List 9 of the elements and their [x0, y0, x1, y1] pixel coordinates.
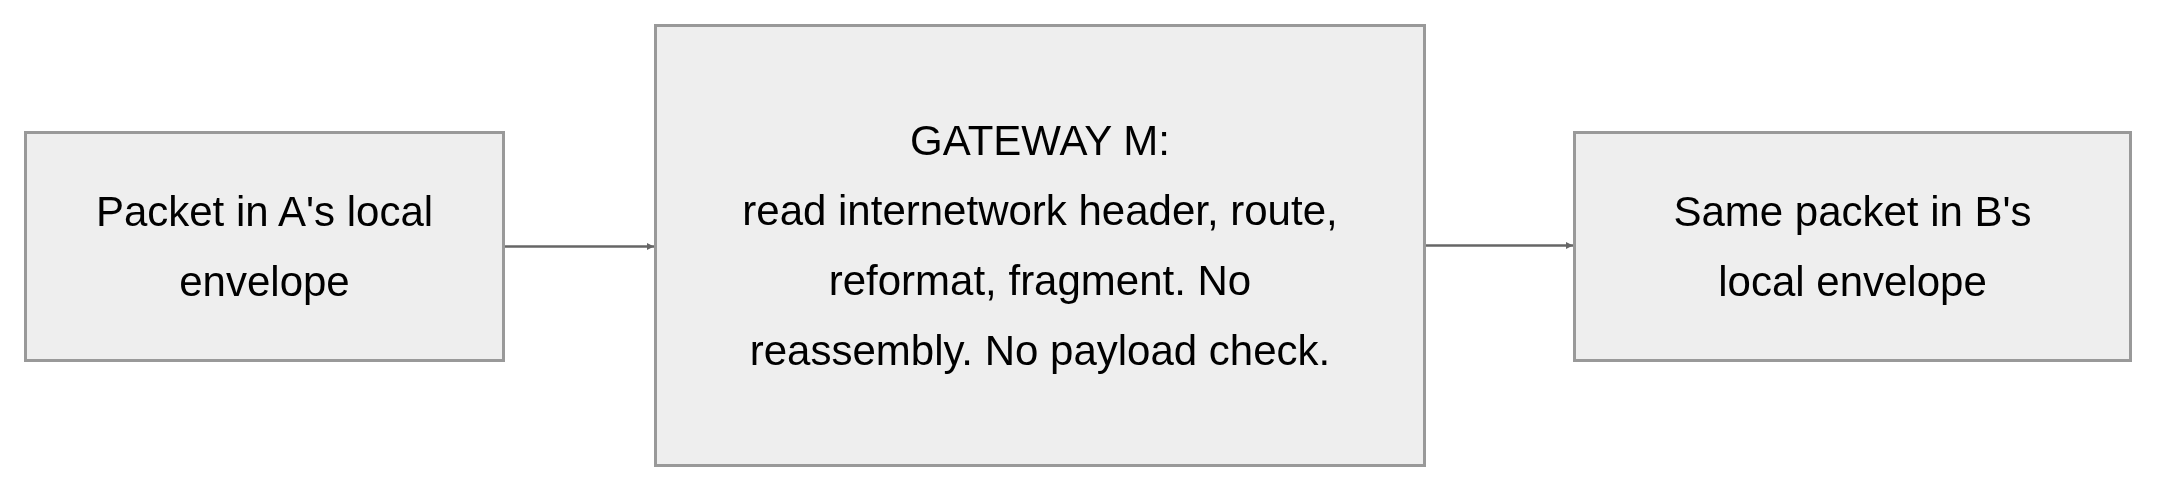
process-box: [1573, 131, 2132, 362]
process-box: [654, 24, 1426, 467]
box-text: Same packet in B's local envelope: [1672, 186, 2033, 307]
arrow: [1426, 242, 1573, 249]
process-box: [24, 131, 505, 362]
box-heading: GATEWAY M:: [910, 115, 1170, 166]
box-text: read internetwork header, route, reformat, fragment. No reassembly. No payload check.: [741, 185, 1339, 376]
arrow: [505, 243, 654, 250]
box-text: Packet in A's local envelope: [94, 186, 435, 307]
